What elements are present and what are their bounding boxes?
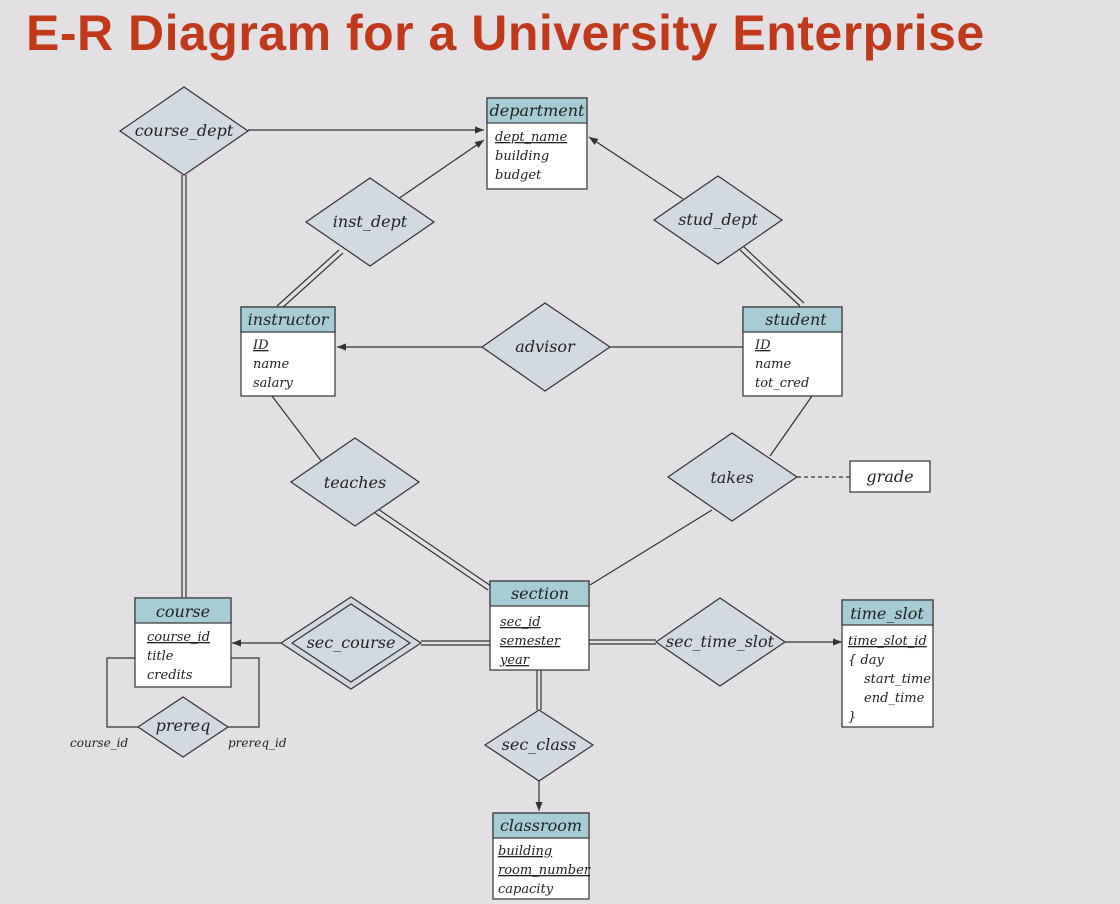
svg-text:inst_dept: inst_dept (333, 212, 408, 231)
attribute-room-number: room_number (498, 863, 591, 878)
svg-text:advisor: advisor (515, 337, 576, 356)
edge-teaches-section (374, 508, 492, 591)
edge-prereq-course-id (106, 657, 138, 728)
attribute-name: name (755, 357, 791, 372)
edge-stud-dept-department (588, 136, 684, 200)
svg-text:instructor: instructor (248, 310, 330, 329)
relationship-sec-time-slot: sec_time_slot (654, 597, 787, 687)
relationship-takes: takes (666, 432, 799, 522)
edge-student-takes (769, 395, 813, 457)
svg-text:sec_course: sec_course (307, 633, 396, 652)
relationship-inst-dept: inst_dept (304, 177, 436, 267)
entity-instructor: instructor ID name salary (240, 306, 336, 397)
attribute-ID: ID (252, 338, 269, 353)
svg-text:teaches: teaches (324, 473, 386, 492)
attribute-capacity: capacity (498, 882, 554, 897)
svg-text:department: department (490, 101, 586, 120)
relationship-sec-class: sec_class (483, 709, 595, 782)
attribute-sec-id: sec_id (500, 615, 541, 630)
edge-sec-course-section (421, 640, 490, 646)
attribute-budget: budget (495, 168, 542, 183)
attribute-salary: salary (253, 376, 294, 391)
entity-section: section sec_id semester year (489, 580, 590, 671)
relationship-attribute-grade: grade (849, 460, 931, 493)
svg-text:section: section (511, 584, 569, 603)
svg-text:grade: grade (866, 467, 913, 486)
attribute-end-time: end_time (864, 691, 925, 706)
entity-student: student ID name tot_cred (742, 306, 843, 397)
edge-prereq-prereq-id (228, 657, 260, 728)
svg-text:course: course (156, 602, 210, 621)
attribute-title: title (147, 649, 174, 664)
svg-text:time_slot: time_slot (850, 604, 924, 623)
svg-text:prereq: prereq (156, 716, 211, 735)
attribute-ID: ID (754, 338, 771, 353)
edge-section-sec-time-slot (589, 639, 656, 645)
edge-takes-section (589, 509, 713, 586)
entity-classroom: classroom building room_number capacity (492, 812, 591, 900)
svg-text:sec_class: sec_class (502, 735, 577, 754)
role-label-course-id: course_id (70, 736, 129, 750)
edge-course-dept-course (181, 175, 187, 597)
attribute-tot-cred: tot_cred (755, 376, 809, 391)
relationship-advisor: advisor (480, 302, 612, 392)
attribute-time-slot-id: time_slot_id (848, 634, 927, 649)
edge-inst-dept-department (397, 139, 485, 200)
attribute-start-time: start_time (864, 672, 931, 687)
attribute-name: name (253, 357, 289, 372)
edge-instructor-teaches (271, 395, 323, 463)
attribute-building: building (498, 844, 552, 859)
svg-text:course_dept: course_dept (135, 121, 234, 140)
svg-text:stud_dept: stud_dept (678, 210, 758, 229)
page-title: E-R Diagram for a University Enterprise (26, 5, 985, 61)
relationship-prereq: prereq (136, 696, 230, 758)
relationship-stud-dept: stud_dept (652, 175, 784, 265)
attribute-semester: semester (500, 634, 561, 649)
edge-stud-dept-student (739, 246, 805, 307)
relationship-course-dept: course_dept (118, 86, 250, 176)
role-label-prereq-id: prereq_id (228, 736, 287, 750)
attribute-year: year (499, 653, 530, 668)
svg-text:sec_time_slot: sec_time_slot (666, 632, 775, 651)
attribute-credits: credits (147, 668, 193, 683)
edge-section-sec-class (536, 670, 542, 710)
attribute-: } (848, 710, 856, 725)
svg-text:takes: takes (710, 468, 753, 487)
relationship-sec-course: sec_course (279, 596, 423, 690)
relationship-teaches: teaches (289, 437, 421, 527)
svg-text:student: student (765, 310, 827, 329)
attribute-dept-name: dept_name (495, 130, 568, 145)
entity-time-slot: time_slot time_slot_id { day start_timeend… (841, 599, 934, 728)
attribute-day: { day (848, 653, 884, 668)
attribute-course-id: course_id (147, 630, 210, 645)
attribute-building: building (495, 149, 549, 164)
entity-department: department dept_name building budget (486, 97, 588, 190)
svg-text:classroom: classroom (500, 816, 582, 835)
edge-inst-dept-instructor (276, 249, 344, 310)
